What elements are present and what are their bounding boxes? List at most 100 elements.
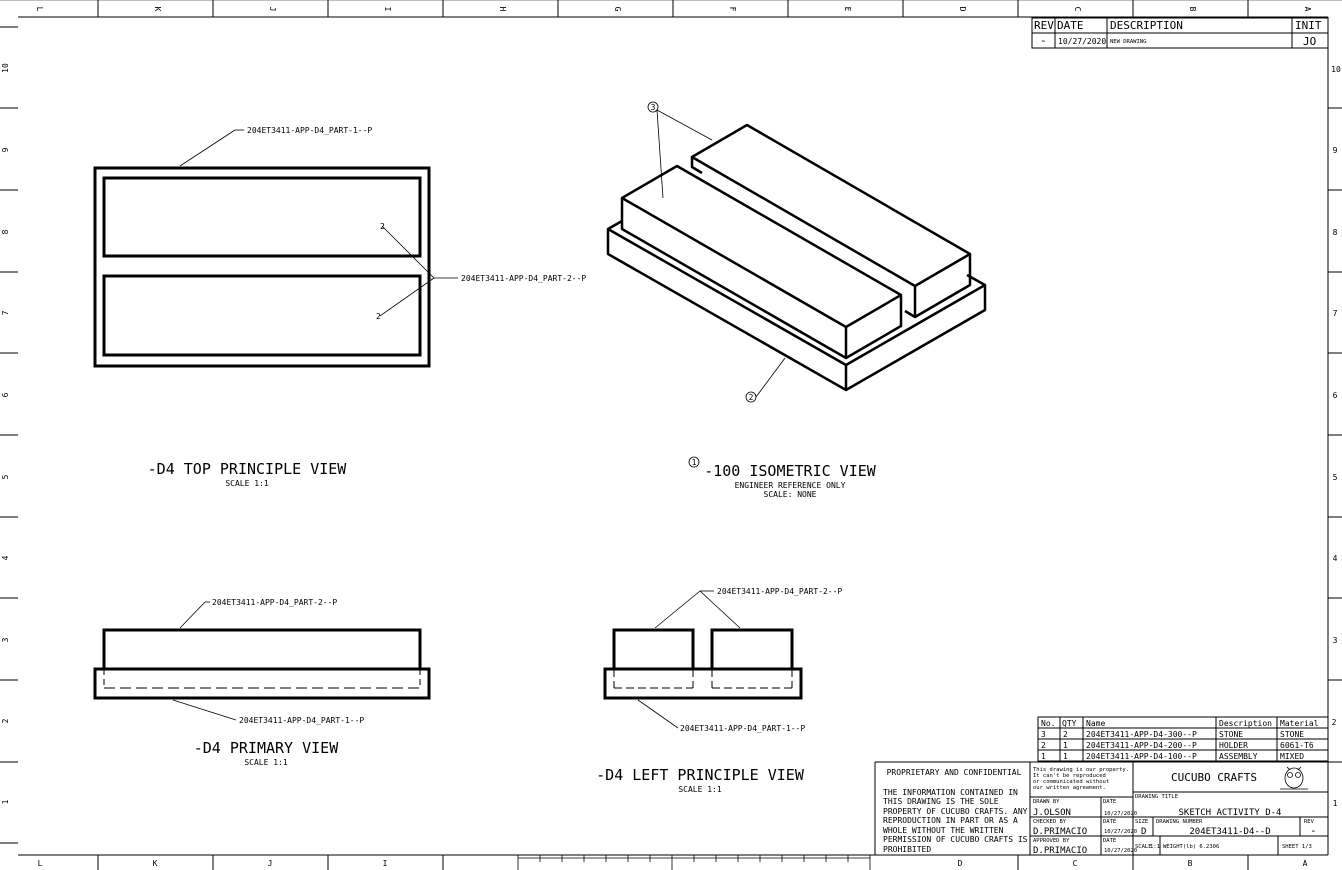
zone-letter: D xyxy=(958,7,967,12)
iso-balloon-2: 2 xyxy=(749,393,754,402)
rev-value: - xyxy=(1040,34,1047,47)
company-name: CUCUBO CRAFTS xyxy=(1171,771,1257,784)
scale-ruler xyxy=(517,855,871,870)
top-view-scale: SCALE 1:1 xyxy=(225,479,269,488)
approved-date-label: DATE xyxy=(1103,838,1116,844)
sheet-value: SHEET 1/3 xyxy=(1282,844,1312,850)
scale-value: 1:1 xyxy=(1150,844,1160,850)
checked-by: D.PRIMACIO xyxy=(1033,827,1087,837)
isometric-view: 3 2 1 -100 ISOMETRIC VIEW ENGINEER REFER… xyxy=(606,101,987,499)
bom-cell: 3 xyxy=(1041,730,1046,739)
zone-number: 7 xyxy=(1,310,10,315)
notice-heading: PROPRIETARY AND CONFIDENTIAL xyxy=(887,768,1022,777)
table-row: 3 2 204ET3411-APP-D4-300--P STONE STONE xyxy=(1041,730,1304,739)
bom-header-name: Name xyxy=(1086,719,1105,728)
title-block: This drawing is our property. It can't b… xyxy=(1030,762,1328,856)
zone-letter: J xyxy=(268,7,277,12)
confidentiality-notice: PROPRIETARY AND CONFIDENTIAL THE INFORMA… xyxy=(874,761,1328,855)
zone-letter: I xyxy=(383,7,392,12)
checked-by-label: CHECKED BY xyxy=(1033,819,1067,825)
notice-line: PROPERTY OF CUCUBO CRAFTS. ANY xyxy=(883,807,1028,816)
iso-balloon-1: 1 xyxy=(692,458,697,467)
zone-number: 3 xyxy=(1333,636,1338,645)
iso-view-title: -100 ISOMETRIC VIEW xyxy=(704,462,877,480)
bom-cell: MIXED xyxy=(1280,752,1304,761)
zone-letter: L xyxy=(35,7,44,12)
zone-number: 10 xyxy=(1331,65,1341,74)
left-leader-top: 204ET3411-APP-D4_PART-2--P xyxy=(717,587,842,596)
bom-cell: HOLDER xyxy=(1219,741,1248,750)
bom-cell: 2 xyxy=(1063,730,1068,739)
bom-cell: 204ET3411-APP-D4-200--P xyxy=(1086,741,1197,750)
zone-letter: B xyxy=(1188,7,1197,12)
scale-label: SCALE xyxy=(1135,844,1152,850)
bom-cell: 1 xyxy=(1063,752,1068,761)
primary-view: 204ET3411-APP-D4_PART-2--P 204ET3411-APP… xyxy=(93,598,431,767)
drawing-title: SKETCH ACTIVITY D-4 xyxy=(1179,808,1282,818)
zone-number: 2 xyxy=(1332,718,1337,727)
zone-letter: A xyxy=(1303,859,1308,868)
rev-header: REV xyxy=(1034,19,1054,32)
zone-letter: K xyxy=(153,859,158,868)
top-view-mark: 2 xyxy=(376,312,381,321)
zone-letter: B xyxy=(1188,859,1193,868)
zone-letter: A xyxy=(1303,7,1312,12)
zone-numbers-left: 10 9 8 7 6 5 4 3 2 1 xyxy=(1,63,10,804)
zone-number: 9 xyxy=(1333,146,1338,155)
zone-number: 1 xyxy=(1333,799,1338,808)
zone-letter: I xyxy=(383,859,388,868)
zone-letter: F xyxy=(728,7,737,12)
drawing-number: 204ET3411-D4--D xyxy=(1189,827,1270,837)
property-line: It can't be reproduced xyxy=(1033,773,1106,779)
table-row: 2 1 204ET3411-APP-D4-200--P HOLDER 6061-… xyxy=(1041,741,1314,750)
top-view-leader-part1: 204ET3411-APP-D4_PART-1--P xyxy=(247,126,372,135)
rev-label: REV xyxy=(1304,819,1315,825)
notice-line: PERMISSION OF CUCUBO CRAFTS IS xyxy=(883,835,1028,844)
drawing-title-label: DRAWING TITLE xyxy=(1135,794,1178,800)
left-view-title: -D4 LEFT PRINCIPLE VIEW xyxy=(596,766,805,784)
drawn-by-label: DRAWN BY xyxy=(1033,799,1060,805)
notice-line: REPRODUCTION IN PART OR AS A xyxy=(883,816,1018,825)
description-value: NEW DRAWING xyxy=(1110,39,1146,45)
date-value: 10/27/2020 xyxy=(1058,37,1106,46)
property-line: or communicated without xyxy=(1033,779,1109,785)
left-leader-bottom: 204ET3411-APP-D4_PART-1--P xyxy=(680,724,805,733)
property-line: This drawing is our property. xyxy=(1033,767,1129,773)
bom-cell: STONE xyxy=(1219,730,1243,739)
weight-value: WEIGHT(lb) 6.2306 xyxy=(1163,844,1219,850)
bom-header-material: Material xyxy=(1280,719,1319,728)
table-row: 1 1 204ET3411-APP-D4-100--P ASSEMBLY MIX… xyxy=(1041,752,1304,761)
zone-letter: D xyxy=(958,859,963,868)
left-principle-view: 204ET3411-APP-D4_PART-2--P 204ET3411-APP… xyxy=(596,587,842,794)
zone-number: 6 xyxy=(1,392,10,397)
left-view-scale: SCALE 1:1 xyxy=(678,785,722,794)
date-header: DATE xyxy=(1057,19,1084,32)
bom-header-no: No. xyxy=(1041,719,1055,728)
zone-letter: C xyxy=(1073,7,1082,12)
iso-balloon-3: 3 xyxy=(651,103,656,112)
zone-number: 1 xyxy=(1,799,10,804)
zone-letter: K xyxy=(153,7,162,12)
size-label: SIZE xyxy=(1135,819,1148,825)
zone-number: 6 xyxy=(1333,391,1338,400)
zone-letter: L xyxy=(38,859,43,868)
approved-by: D.PRIMACIO xyxy=(1033,846,1087,856)
zone-number: 10 xyxy=(1,63,10,73)
zone-number: 5 xyxy=(1333,473,1338,482)
bom-cell: 1 xyxy=(1041,752,1046,761)
bom-header-qty: QTY xyxy=(1062,719,1077,728)
zone-letter: C xyxy=(1073,859,1078,868)
bom-cell: 204ET3411-APP-D4-100--P xyxy=(1086,752,1197,761)
zone-number: 5 xyxy=(1,474,10,479)
primary-leader-bottom: 204ET3411-APP-D4_PART-1--P xyxy=(239,716,364,725)
notice-line: THE INFORMATION CONTAINED IN xyxy=(883,788,1018,797)
approved-date: 10/27/2020 xyxy=(1104,848,1137,854)
approved-by-label: APPROVED BY xyxy=(1033,838,1070,844)
zone-number: 4 xyxy=(1,555,10,560)
notice-line: WHOLE WITHOUT THE WRITTEN xyxy=(883,826,1004,835)
iso-view-scale: SCALE: NONE xyxy=(764,490,817,499)
revision-table: REV DATE DESCRIPTION INIT - 10/27/2020 N… xyxy=(1031,17,1329,49)
size-value: D xyxy=(1141,827,1146,837)
